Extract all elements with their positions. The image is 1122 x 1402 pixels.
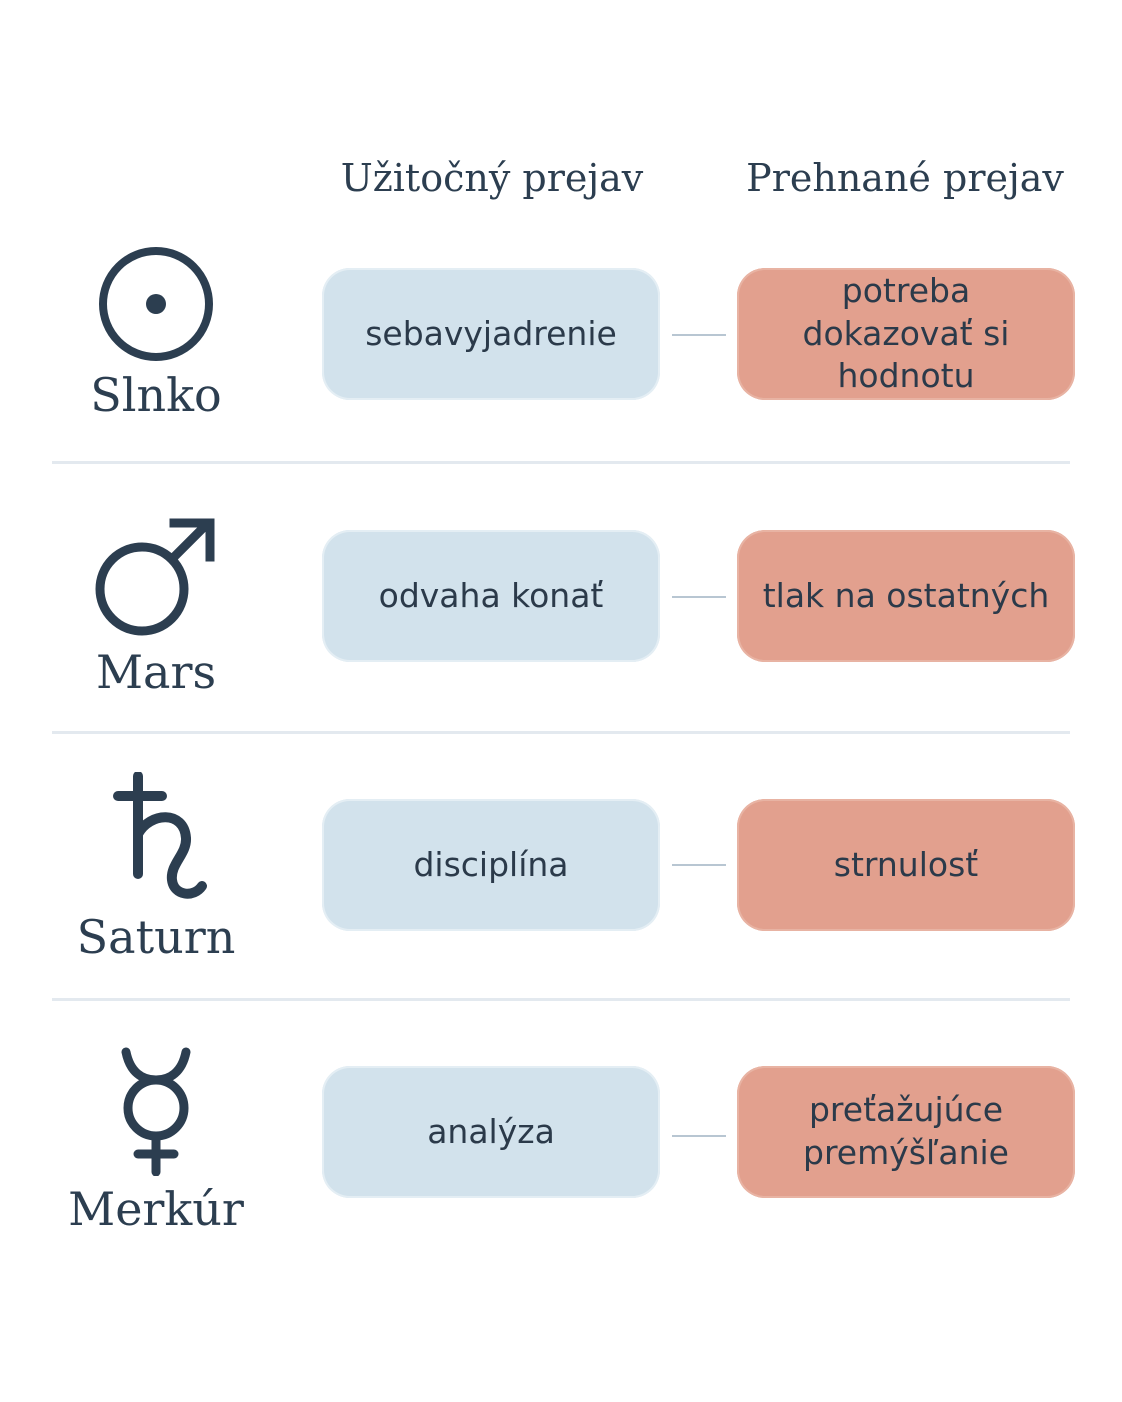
excessive-expression-box: potreba dokazovať si hodnotu bbox=[737, 268, 1075, 400]
mercury-icon bbox=[86, 1046, 226, 1176]
connector-line bbox=[672, 864, 726, 866]
row-divider bbox=[52, 731, 1070, 734]
connector-line bbox=[672, 334, 726, 336]
useful-expression-box: odvaha konať bbox=[322, 530, 660, 662]
column-header-excessive: Prehnané prejav bbox=[746, 156, 1064, 200]
planet-row-mars: Mars odvaha konať tlak na ostatných bbox=[0, 505, 1122, 745]
planet-row-merkur: Merkúr analýza preťažujúce premýšľanie bbox=[0, 1040, 1122, 1280]
planet-row-saturn: Saturn disciplína strnulosť bbox=[0, 772, 1122, 1012]
useful-expression-box: disciplína bbox=[322, 799, 660, 931]
saturn-icon bbox=[86, 772, 226, 902]
planet-row-slnko: Slnko sebavyjadrenie potreba dokazovať s… bbox=[0, 238, 1122, 478]
sun-icon bbox=[86, 240, 226, 370]
mars-icon bbox=[86, 513, 226, 643]
connector-line bbox=[672, 596, 726, 598]
connector-line bbox=[672, 1135, 726, 1137]
planet-name: Merkúr bbox=[68, 1182, 244, 1236]
excessive-expression-box: preťažujúce premýšľanie bbox=[737, 1066, 1075, 1198]
useful-expression-box: sebavyjadrenie bbox=[322, 268, 660, 400]
planet-name: Mars bbox=[95, 645, 217, 699]
planet-name: Slnko bbox=[90, 368, 222, 422]
excessive-expression-box: tlak na ostatných bbox=[737, 530, 1075, 662]
planet-name: Saturn bbox=[76, 910, 236, 964]
row-divider bbox=[52, 998, 1070, 1001]
excessive-expression-box: strnulosť bbox=[737, 799, 1075, 931]
row-divider bbox=[52, 461, 1070, 464]
column-header-useful: Užitočný prejav bbox=[340, 156, 644, 200]
useful-expression-box: analýza bbox=[322, 1066, 660, 1198]
